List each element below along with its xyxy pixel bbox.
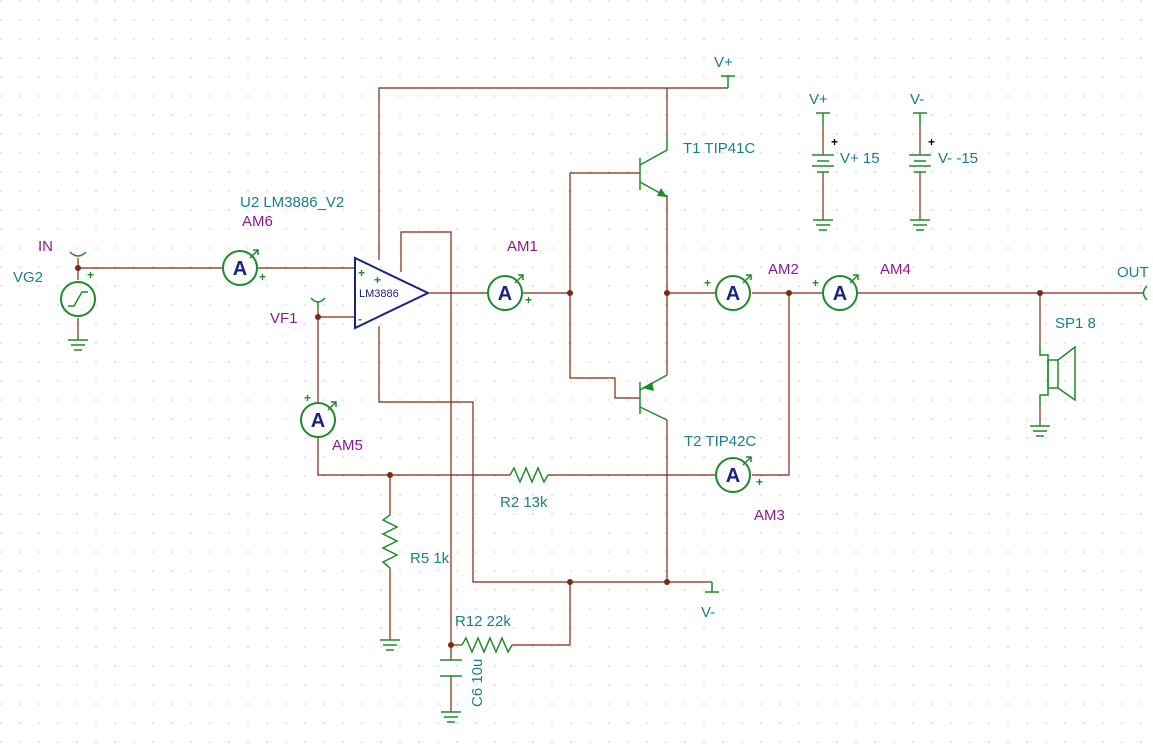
svg-text:+: + xyxy=(304,391,311,405)
svg-text:SP1 8: SP1 8 xyxy=(1055,315,1096,332)
svg-text:U2 LM3886_V2: U2 LM3886_V2 xyxy=(240,194,344,211)
svg-text:V-: V- xyxy=(701,604,715,621)
voltage-generator-icon[interactable]: + VG2 xyxy=(13,268,96,317)
svg-text:+: + xyxy=(374,273,381,287)
npn-transistor-icon[interactable]: T1 TIP41C xyxy=(639,138,755,198)
resistor-r12[interactable]: R12 22k xyxy=(455,613,513,654)
svg-text:+: + xyxy=(358,266,365,280)
svg-text:V- -15: V- -15 xyxy=(938,150,978,167)
speaker-icon[interactable]: SP1 8 xyxy=(1039,315,1096,405)
svg-text:AM5: AM5 xyxy=(332,437,363,454)
out-port[interactable]: OUT xyxy=(1117,264,1149,301)
resistor-r2[interactable]: R2 13k xyxy=(500,466,549,511)
svg-text:+: + xyxy=(928,135,935,149)
svg-text:LM3886: LM3886 xyxy=(359,288,399,300)
battery-vplus[interactable]: V+ + V+ 15 xyxy=(809,91,880,231)
resistor-r5[interactable]: R5 1k xyxy=(381,514,450,569)
svg-text:A: A xyxy=(498,283,512,305)
svg-text:A: A xyxy=(726,283,740,305)
ground-icon xyxy=(68,339,88,351)
battery-vminus[interactable]: V- + V- -15 xyxy=(909,91,978,231)
svg-text:R5 1k: R5 1k xyxy=(410,550,450,567)
svg-text:+: + xyxy=(812,276,819,290)
svg-text:A: A xyxy=(726,465,740,487)
svg-text:VG2: VG2 xyxy=(13,269,43,286)
svg-text:AM6: AM6 xyxy=(242,213,273,230)
svg-text:IN: IN xyxy=(38,238,53,255)
svg-text:+: + xyxy=(259,270,266,284)
vplus-terminal-top[interactable]: V+ xyxy=(714,54,735,88)
svg-text:AM2: AM2 xyxy=(768,261,799,278)
wires xyxy=(77,87,1140,712)
svg-text:R2 13k: R2 13k xyxy=(500,494,548,511)
svg-text:A: A xyxy=(833,283,847,305)
svg-text:V+: V+ xyxy=(714,54,733,71)
ammeter-am6[interactable]: A + AM6 xyxy=(222,213,273,286)
svg-text:A: A xyxy=(233,258,247,280)
svg-text:+: + xyxy=(756,475,763,489)
vminus-terminal-bottom[interactable]: V- xyxy=(701,582,719,621)
svg-text:C6 10u: C6 10u xyxy=(469,659,486,707)
svg-text:+: + xyxy=(831,135,838,149)
in-port[interactable]: IN xyxy=(38,238,87,258)
svg-text:+: + xyxy=(704,276,711,290)
ground-icon xyxy=(1030,425,1050,437)
ammeter-am1[interactable]: A + AM1 xyxy=(487,238,538,311)
ground-icon xyxy=(380,639,400,651)
svg-text:-: - xyxy=(358,312,362,326)
svg-text:+: + xyxy=(525,293,532,307)
pnp-transistor-icon[interactable]: T2 TIP42C xyxy=(639,374,756,450)
junction-nodes xyxy=(75,265,1043,648)
svg-text:A: A xyxy=(311,410,325,432)
svg-text:AM1: AM1 xyxy=(507,238,538,255)
ammeter-am4[interactable]: A + AM4 xyxy=(812,261,911,311)
ammeter-am3[interactable]: A + AM3 xyxy=(715,456,785,524)
svg-text:T1 TIP41C: T1 TIP41C xyxy=(683,140,755,157)
svg-text:T2 TIP42C: T2 TIP42C xyxy=(684,433,756,450)
svg-text:AM3: AM3 xyxy=(754,507,785,524)
voltmeter-vf1[interactable]: VF1 xyxy=(270,297,326,327)
svg-text:AM4: AM4 xyxy=(880,261,911,278)
svg-text:VF1: VF1 xyxy=(270,310,298,327)
svg-text:V+: V+ xyxy=(809,91,828,108)
svg-text:R12 22k: R12 22k xyxy=(455,613,511,630)
svg-text:OUT: OUT xyxy=(1117,264,1149,281)
svg-text:V-: V- xyxy=(910,91,924,108)
ammeter-am5[interactable]: A + AM5 xyxy=(300,391,363,454)
opamp-icon[interactable]: + + - LM3886 U2 LM3886_V2 xyxy=(240,194,431,330)
ground-icon xyxy=(441,711,461,723)
capacitor-c6[interactable]: C6 10u xyxy=(440,659,486,707)
ammeter-am2[interactable]: A + AM2 xyxy=(704,261,799,311)
svg-text:V+ 15: V+ 15 xyxy=(840,150,880,167)
svg-text:+: + xyxy=(87,268,94,282)
